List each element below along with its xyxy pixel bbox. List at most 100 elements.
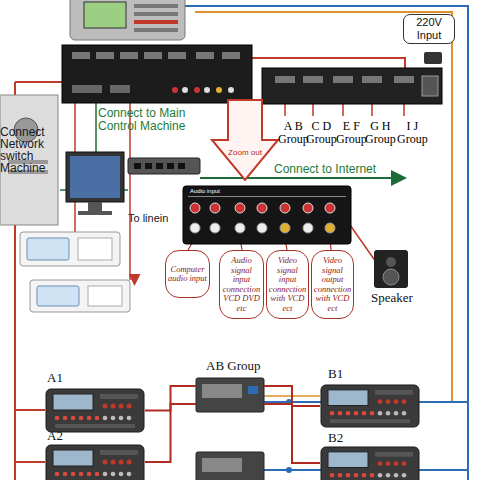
- rack-device: [422, 76, 438, 96]
- network-switch: [145, 163, 152, 169]
- connection-note: Connect to Main Control Machine: [98, 107, 210, 133]
- network-switch: [156, 163, 163, 169]
- wall-panel: [27, 238, 69, 260]
- group-controller: [196, 452, 264, 480]
- connection-note: To linein: [128, 212, 168, 224]
- rack-device: [96, 52, 114, 59]
- rear-panel: [325, 223, 335, 233]
- computer: [88, 202, 102, 212]
- rear-panel: [235, 203, 245, 213]
- rear-panel: [183, 186, 351, 244]
- group-controller: [202, 384, 242, 398]
- rack-device: [216, 87, 222, 93]
- rack-device: [120, 52, 138, 59]
- wall-panel: [78, 238, 112, 260]
- box-text: 220V Input: [404, 16, 454, 42]
- rack-device: [275, 76, 295, 83]
- arrow-label: Zoom out: [220, 148, 270, 157]
- rear-panel: [188, 196, 346, 197]
- computer: [66, 152, 124, 202]
- callout-text: Video signal input connection with VCD e…: [269, 256, 306, 313]
- device-label: B2: [328, 430, 343, 446]
- group-controller: AB Group: [196, 378, 264, 412]
- device-label: A1: [47, 370, 63, 386]
- callout-bubble: Video signal output connection with VCD …: [311, 250, 354, 319]
- group-label: C D Group: [306, 120, 337, 146]
- rear-panel: [190, 203, 200, 213]
- rack-device: [228, 87, 234, 93]
- rack-device: [222, 52, 240, 59]
- network-switch: [178, 163, 185, 169]
- main-control-machine: [70, 0, 185, 40]
- rear-panel: [280, 223, 290, 233]
- wire-connector: [145, 404, 196, 462]
- main-control-machine: [84, 2, 126, 28]
- callout-text: Video signal output connection with VCD …: [314, 256, 351, 313]
- rack-device: [168, 52, 186, 59]
- zoom-arrow: [212, 100, 278, 180]
- terminal-device: [46, 445, 144, 480]
- wall-panel: [20, 232, 130, 312]
- speaker: [374, 250, 408, 288]
- main-control-machine: [134, 12, 178, 16]
- wire-connector: [264, 404, 320, 463]
- power-plug: [424, 52, 442, 64]
- group-label: I J Group: [397, 120, 428, 146]
- terminal-device: [46, 385, 419, 480]
- computer: [70, 156, 120, 198]
- main-control-machine: [134, 20, 178, 24]
- rear-panel: [325, 203, 335, 213]
- callout-text: Computer audio input: [168, 265, 207, 284]
- rear-panel: [257, 203, 267, 213]
- cable-lines: [350, 225, 376, 262]
- rack-device: [62, 45, 442, 104]
- group-controller: [196, 378, 264, 412]
- rack-device: [204, 87, 210, 93]
- rear-panel: [183, 186, 351, 244]
- callout-bubble: Video signal input connection with VCD e…: [266, 250, 309, 319]
- rack-device: [362, 76, 382, 83]
- speaker: [386, 257, 396, 267]
- rack-device: [72, 52, 90, 59]
- power-input-box: 220V Input: [403, 14, 455, 44]
- group-label: G H Group: [365, 120, 396, 146]
- rear-panel: [210, 223, 220, 233]
- callout-text: Audio signal input connection VCD DVD et…: [222, 256, 261, 313]
- rack-device: [62, 45, 252, 103]
- cable-lines: [200, 177, 405, 179]
- device-label: B1: [328, 366, 343, 382]
- terminal-device: A2: [45, 444, 145, 480]
- rack-device: [333, 76, 353, 83]
- panel-text: Audio input: [190, 188, 220, 195]
- rack-device: [144, 52, 162, 59]
- callout-bubble: Audio signal input connection VCD DVD et…: [219, 250, 264, 319]
- computer: [78, 211, 112, 215]
- main-control-machine: [134, 4, 178, 8]
- device-label: AB Group: [206, 358, 261, 374]
- network-switch: [134, 163, 141, 169]
- speaker: [374, 250, 408, 288]
- rack-device: [262, 68, 442, 104]
- main-control-machine: [70, 0, 185, 40]
- rack-device: [303, 76, 323, 83]
- cable-lines: [95, 103, 97, 160]
- rear-panel: [280, 203, 290, 213]
- group-label: A B Group: [278, 120, 309, 146]
- main-control-machine: [134, 28, 178, 32]
- cable-lines: [15, 461, 45, 463]
- rear-panel: [303, 203, 313, 213]
- terminal-device: [321, 447, 419, 480]
- rear-panel: [210, 203, 220, 213]
- rack-device: [182, 87, 188, 93]
- rack-device: [110, 85, 130, 93]
- zoom-arrow: [212, 100, 278, 180]
- terminal-device: [46, 389, 144, 432]
- group-controller: [202, 458, 242, 472]
- rear-panel: [257, 223, 267, 233]
- callout-bubble: Computer audio input: [165, 250, 210, 298]
- rack-device: [72, 85, 102, 93]
- network-switch: [167, 163, 174, 169]
